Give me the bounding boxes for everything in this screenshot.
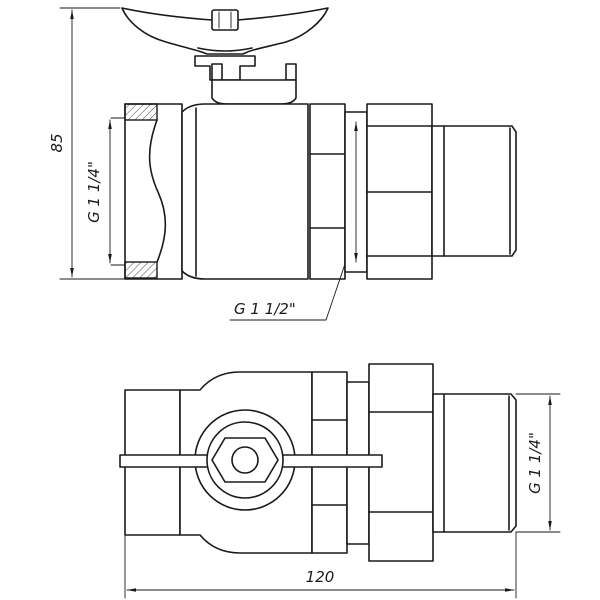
union-nut xyxy=(344,103,433,280)
top-male-outlet xyxy=(432,393,517,533)
stem-neck xyxy=(194,55,297,105)
valve-body xyxy=(181,103,309,280)
male-outlet xyxy=(431,125,517,257)
front-view: 85 G 1 1/4" G 1 1/2" xyxy=(48,7,517,321)
butterfly-handle xyxy=(121,7,329,55)
dimension-height-label: 85 xyxy=(48,133,66,152)
dimension-width-label: 120 xyxy=(306,568,335,586)
inlet-end xyxy=(110,103,183,280)
dimension-union-thread-label: G 1 1/4" xyxy=(526,432,544,494)
top-view: G 1 1/4" 120 xyxy=(119,363,561,599)
dimension-inlet-thread: G 1 1/4" xyxy=(85,119,112,264)
dimension-height: 85 xyxy=(48,7,126,280)
dimension-union-thread: G 1 1/4" xyxy=(515,393,561,533)
dimension-outlet-thread-label: G 1 1/2" xyxy=(234,300,296,318)
dimension-width: 120 xyxy=(124,531,517,599)
dimension-outlet-thread: G 1 1/2" xyxy=(229,121,358,321)
top-handle xyxy=(119,409,383,511)
body-hex xyxy=(309,103,346,280)
dimension-inlet-thread-label: G 1 1/4" xyxy=(85,161,103,223)
